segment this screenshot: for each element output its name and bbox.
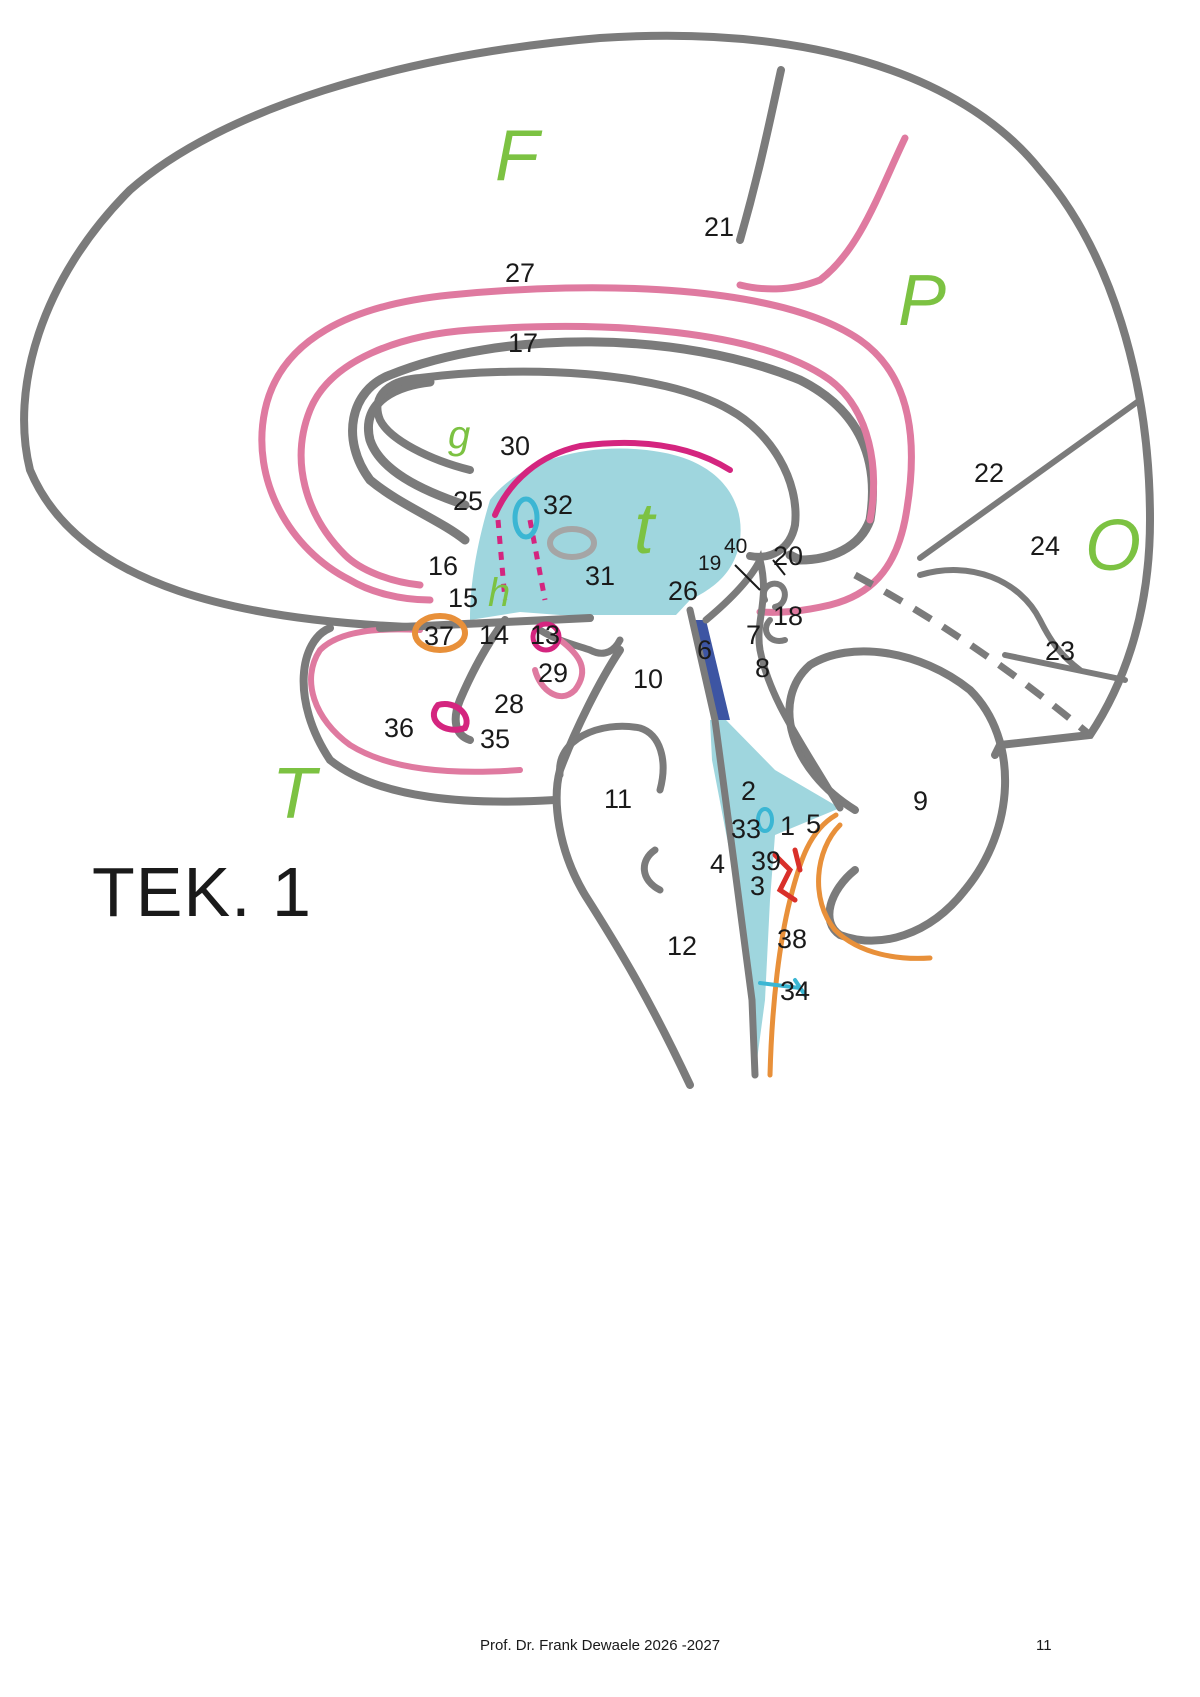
callosal-body bbox=[373, 367, 800, 561]
label-9: 9 bbox=[913, 786, 928, 816]
label-19: 19 bbox=[698, 552, 721, 575]
medulla-outline bbox=[640, 846, 664, 894]
fornix-dashed-2 bbox=[527, 519, 548, 601]
central-sulcus bbox=[736, 66, 785, 244]
label-35: 35 bbox=[480, 724, 510, 754]
uncus-outline bbox=[532, 637, 586, 699]
calcarine-sulcus bbox=[1002, 652, 1128, 683]
label-30: 30 bbox=[500, 431, 530, 461]
temporal-base bbox=[299, 624, 559, 806]
label-8: 8 bbox=[755, 653, 770, 683]
cingulate-gyrus-outer bbox=[258, 284, 915, 616]
third-ventricle bbox=[470, 448, 741, 620]
footer-author: Prof. Dr. Frank Dewaele 2026 -2027 bbox=[479, 1637, 721, 1654]
label-7: 7 bbox=[746, 620, 761, 650]
lobe-label-frontal: F bbox=[495, 116, 543, 196]
label-14: 14 bbox=[479, 620, 509, 650]
label-33: 33 bbox=[731, 814, 761, 844]
central-canal-mark bbox=[758, 978, 807, 997]
label-18: 18 bbox=[773, 601, 803, 631]
pineal-outline bbox=[760, 580, 788, 644]
tectum-outline bbox=[702, 549, 844, 812]
label-16: 16 bbox=[428, 551, 458, 581]
calcarine-dashed bbox=[853, 571, 1093, 738]
lobe-label-occipital: O bbox=[1085, 506, 1141, 586]
obex-oval bbox=[756, 807, 774, 833]
label-12: 12 bbox=[667, 931, 697, 961]
fornix bbox=[492, 439, 733, 518]
label-2: 2 bbox=[741, 776, 756, 806]
marginal-ramus bbox=[736, 134, 909, 293]
lobe-label-temporal: T bbox=[272, 754, 321, 834]
mammillary-body-loop bbox=[430, 701, 470, 733]
choroid-plexus-4v bbox=[767, 812, 839, 1078]
optic-chiasm-oval bbox=[530, 621, 562, 653]
pons-outline bbox=[556, 722, 667, 794]
label-34: 34 bbox=[780, 976, 810, 1006]
lobe-label-gyrus: g bbox=[448, 413, 470, 457]
label-3: 3 bbox=[750, 871, 765, 901]
label-40: 40 bbox=[724, 535, 747, 558]
interthalamic-adhesion-oval bbox=[547, 526, 597, 560]
hemisphere-outline bbox=[20, 31, 1155, 759]
label-31: 31 bbox=[585, 561, 615, 591]
cuneus-outline bbox=[917, 567, 1083, 673]
parieto-occipital-sulcus bbox=[917, 397, 1143, 561]
label-26: 26 bbox=[668, 576, 698, 606]
cingulate-gyrus-inner bbox=[297, 323, 878, 589]
label-17: 17 bbox=[508, 328, 538, 358]
label-29: 29 bbox=[538, 658, 568, 688]
label-6: 6 bbox=[697, 635, 712, 665]
brainstem-posterior bbox=[686, 606, 759, 1079]
fornix-dashed-1 bbox=[495, 519, 508, 601]
label-36: 36 bbox=[384, 713, 414, 743]
label-32: 32 bbox=[543, 490, 573, 520]
label-39: 39 bbox=[751, 846, 781, 876]
mammillary-region bbox=[536, 626, 624, 657]
lobe-label-thalamus: t bbox=[634, 489, 657, 569]
figure-title: TEK. 1 bbox=[92, 853, 312, 931]
label-4: 4 bbox=[710, 849, 725, 879]
choroid-plexus-red bbox=[772, 847, 803, 903]
lobe-label-hypothalamus: h bbox=[488, 571, 510, 615]
label-1: 1 bbox=[780, 811, 795, 841]
temporal-lobe-outline bbox=[308, 626, 523, 775]
page-number: 11 bbox=[1036, 1637, 1052, 1654]
label-20: 20 bbox=[773, 541, 803, 571]
corpus-callosum-inner bbox=[363, 377, 470, 510]
label-25: 25 bbox=[453, 486, 483, 516]
label-10: 10 bbox=[633, 664, 663, 694]
label-23: 23 bbox=[1045, 636, 1075, 666]
label-13: 13 bbox=[530, 620, 560, 650]
anterior-commissure-oval bbox=[412, 613, 468, 653]
label-21: 21 bbox=[704, 212, 734, 242]
brainstem-anterior bbox=[552, 646, 694, 1089]
label-38: 38 bbox=[777, 924, 807, 954]
label-27: 27 bbox=[505, 258, 535, 288]
label-5: 5 bbox=[806, 809, 821, 839]
label-37: 37 bbox=[424, 621, 454, 651]
label-15: 15 bbox=[448, 583, 478, 613]
lobe-label-parietal: P bbox=[898, 261, 946, 341]
foramen-monro-oval bbox=[512, 496, 540, 540]
label-28: 28 bbox=[494, 689, 524, 719]
cerebellum-pia bbox=[816, 822, 933, 961]
label-11: 11 bbox=[604, 784, 632, 814]
fourth-ventricle bbox=[710, 720, 840, 1075]
habenula-pointer bbox=[734, 559, 786, 591]
label-22: 22 bbox=[974, 458, 1004, 488]
label-24: 24 bbox=[1030, 531, 1060, 561]
